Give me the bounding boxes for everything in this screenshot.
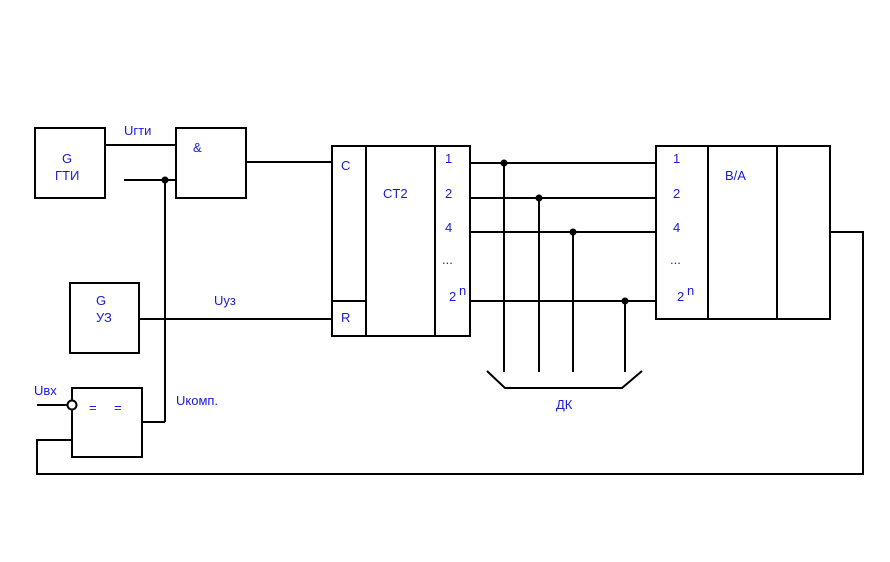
inverted-input-circle xyxy=(66,399,78,411)
wire-feedback xyxy=(36,231,864,475)
counter-c-label: C xyxy=(341,158,350,173)
junction-dot xyxy=(569,228,577,236)
converter-input-2n-base: 2 xyxy=(677,289,684,304)
gti-line2: ГТИ xyxy=(55,168,79,183)
counter-output-2n-exp: n xyxy=(459,283,466,298)
comparator-sign-1: = xyxy=(89,400,97,415)
and-gate-label: & xyxy=(193,140,202,155)
counter-output-2n-base: 2 xyxy=(449,289,456,304)
wires xyxy=(36,144,864,475)
converter-block: 1 2 4 ... 2 n B/A xyxy=(655,145,831,320)
converter-input-2n-exp: n xyxy=(687,283,694,298)
counter-output-dots: ... xyxy=(442,252,453,267)
signal-u-in: Uвх xyxy=(34,383,57,398)
junction-dot xyxy=(621,297,629,305)
uz-line1: G xyxy=(96,293,106,308)
dk-label: ДК xyxy=(556,397,573,412)
counter-name: CT2 xyxy=(383,186,408,201)
signal-u-comp: Uкомп. xyxy=(176,393,218,408)
gti-block: G ГТИ xyxy=(34,127,106,199)
signal-u-gti: Uгти xyxy=(124,123,151,138)
converter-input-2: 2 xyxy=(673,186,680,201)
dk-shape xyxy=(486,370,643,389)
junction-dot xyxy=(500,159,508,167)
converter-name: B/A xyxy=(725,168,746,183)
uz-line2: УЗ xyxy=(96,310,112,325)
comparator-sign-2: = xyxy=(114,400,122,415)
junction-dot xyxy=(161,176,169,184)
junction-dot xyxy=(535,194,543,202)
and-gate-block: & xyxy=(175,127,247,199)
gti-line1: G xyxy=(62,151,72,166)
counter-block: C R CT2 1 2 4 ... 2 n xyxy=(331,145,471,337)
counter-output-1: 1 xyxy=(445,151,452,166)
counter-output-4: 4 xyxy=(445,220,452,235)
converter-input-1: 1 xyxy=(673,151,680,166)
uz-block: G УЗ xyxy=(69,282,140,354)
signal-u-uz: Uуз xyxy=(214,293,236,308)
converter-input-dots: ... xyxy=(670,252,681,267)
converter-input-4: 4 xyxy=(673,220,680,235)
counter-output-2: 2 xyxy=(445,186,452,201)
comparator-block: = = xyxy=(66,387,143,458)
counter-r-label: R xyxy=(341,310,350,325)
junctions xyxy=(161,159,629,305)
